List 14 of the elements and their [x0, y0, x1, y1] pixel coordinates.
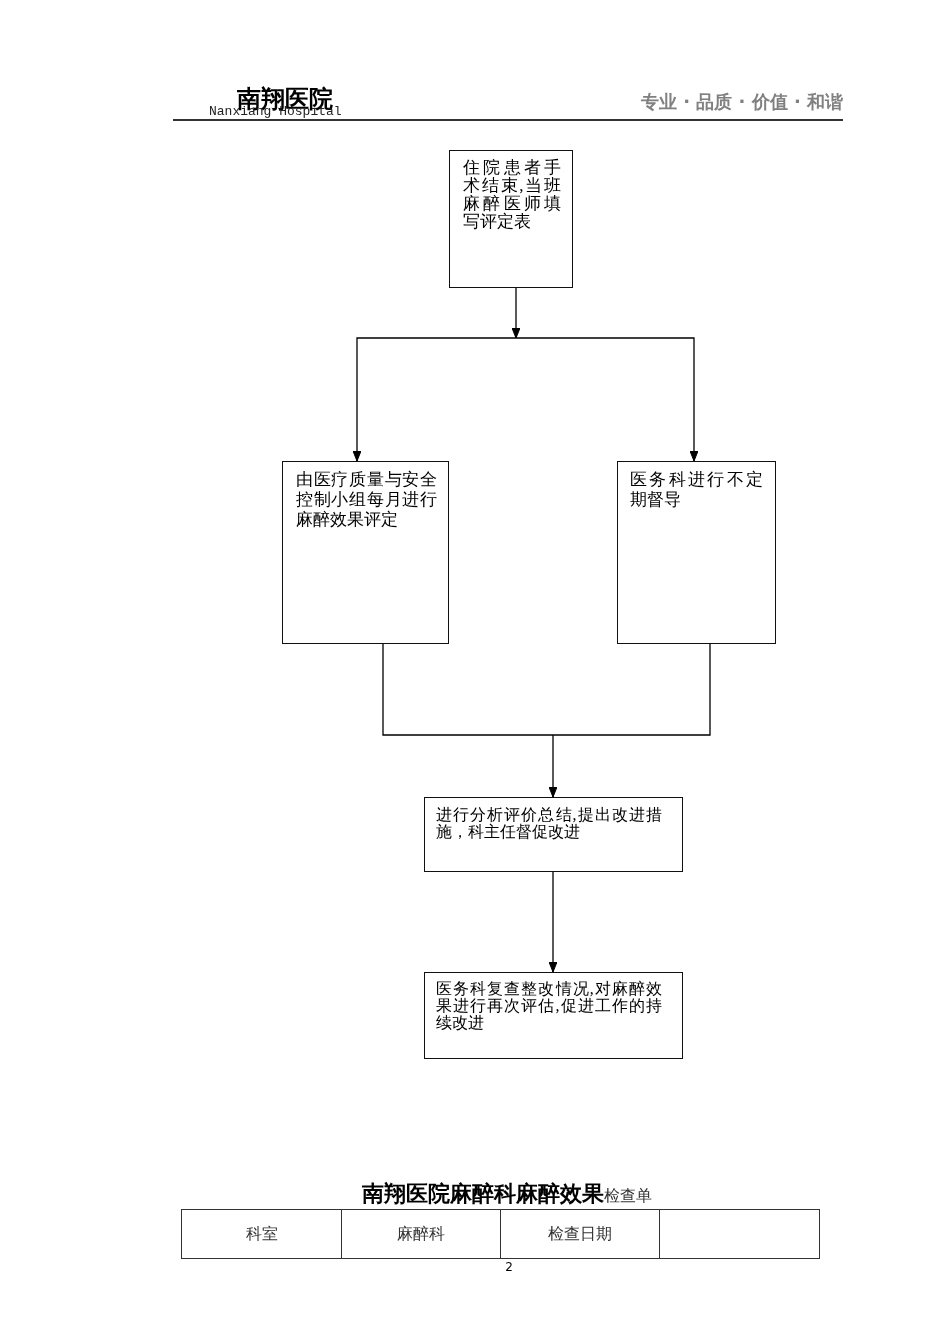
connector-line	[552, 643, 711, 736]
process-box: 进行分析评价总结,提出改进措施，科主任督促改进	[424, 797, 683, 872]
arrow	[352, 337, 517, 462]
process-box: 由医疗质量与安全控制小组每月进行麻醉效果评定	[282, 461, 449, 644]
process-box: 医务科进行不定期督导	[617, 461, 776, 644]
table-cell: 科室	[181, 1209, 342, 1259]
form-title: 南翔医院麻醉科麻醉效果检查单	[362, 1180, 652, 1208]
table-cell: 麻醉科	[341, 1209, 501, 1259]
page-number: 2	[504, 1260, 514, 1274]
process-box: 医务科复查整改情况,对麻醉效果进行再次评估,促进工作的持续改进	[424, 972, 683, 1059]
process-box: 住院患者手术结束,当班麻醉医师填写评定表	[449, 150, 573, 288]
slogan: 专业 · 品质 · 价值 · 和谐	[640, 92, 843, 112]
table-cell: 检查日期	[500, 1209, 660, 1259]
arrow	[548, 871, 558, 973]
